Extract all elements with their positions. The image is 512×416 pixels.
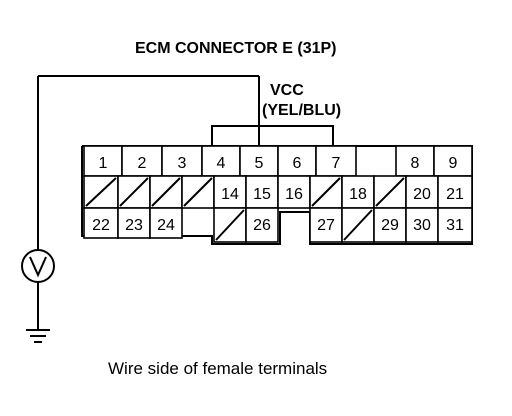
empty-slash — [183, 177, 213, 207]
terminal-label: 5 — [255, 155, 264, 172]
connector-lock-tab — [211, 125, 334, 146]
terminal-label: 7 — [332, 155, 341, 172]
terminal-label: 8 — [411, 155, 420, 172]
terminal-label: 4 — [217, 155, 226, 172]
row-1: 1 2 3 4 5 6 7 8 9 — [83, 145, 473, 177]
diagram-title: ECM CONNECTOR E (31P) — [135, 40, 337, 57]
empty-slash — [119, 177, 149, 207]
wire-color-label: (YEL/BLU) — [262, 102, 341, 119]
empty-slash — [151, 177, 181, 207]
empty-slash — [215, 209, 245, 241]
terminal-label: 30 — [413, 217, 431, 234]
terminal-31 — [437, 207, 473, 243]
terminal-label: 21 — [446, 186, 464, 203]
terminal-label: 20 — [413, 186, 431, 203]
terminal-9 — [433, 145, 473, 177]
terminal-label: 2 — [138, 155, 147, 172]
terminal-3 — [161, 145, 203, 177]
terminal-label: 31 — [446, 217, 464, 234]
terminal-label: 24 — [157, 217, 175, 234]
terminal-24 — [149, 207, 183, 239]
terminal-27 — [309, 207, 343, 243]
empty-slash — [311, 177, 341, 207]
probe-lead — [37, 75, 260, 250]
terminal-18 — [341, 175, 375, 209]
empty-slash — [343, 209, 373, 241]
terminal-23 — [117, 207, 151, 239]
row-2: 14 15 16 18 20 21 — [83, 175, 473, 209]
terminal-label: 3 — [178, 155, 187, 172]
row-3: 22 23 24 26 27 29 30 31 — [83, 207, 473, 243]
voltmeter-icon — [21, 249, 55, 330]
empty-slash — [85, 177, 117, 207]
terminal-label: 9 — [449, 155, 458, 172]
terminal-label: 26 — [253, 217, 271, 234]
terminal-label: 1 — [99, 155, 108, 172]
terminal-label: 16 — [285, 186, 303, 203]
terminal-label: 6 — [293, 155, 302, 172]
empty-slash — [375, 177, 405, 207]
terminal-26 — [245, 207, 279, 243]
terminal-7 — [315, 145, 357, 177]
diagram-caption: Wire side of female terminals — [108, 359, 327, 378]
terminal-5 — [239, 145, 279, 177]
terminal-16 — [277, 175, 311, 209]
terminal-label: 22 — [92, 217, 110, 234]
terminal-label: 15 — [253, 186, 271, 203]
vcc-label: VCC — [270, 82, 304, 99]
terminal-label: 18 — [349, 186, 367, 203]
terminal-label: 14 — [221, 186, 239, 203]
ground-icon — [26, 329, 50, 343]
terminal-label: 29 — [381, 217, 399, 234]
terminal-22 — [83, 207, 119, 239]
terminal-label: 27 — [317, 217, 335, 234]
terminal-label: 23 — [125, 217, 143, 234]
terminal-21 — [437, 175, 473, 209]
